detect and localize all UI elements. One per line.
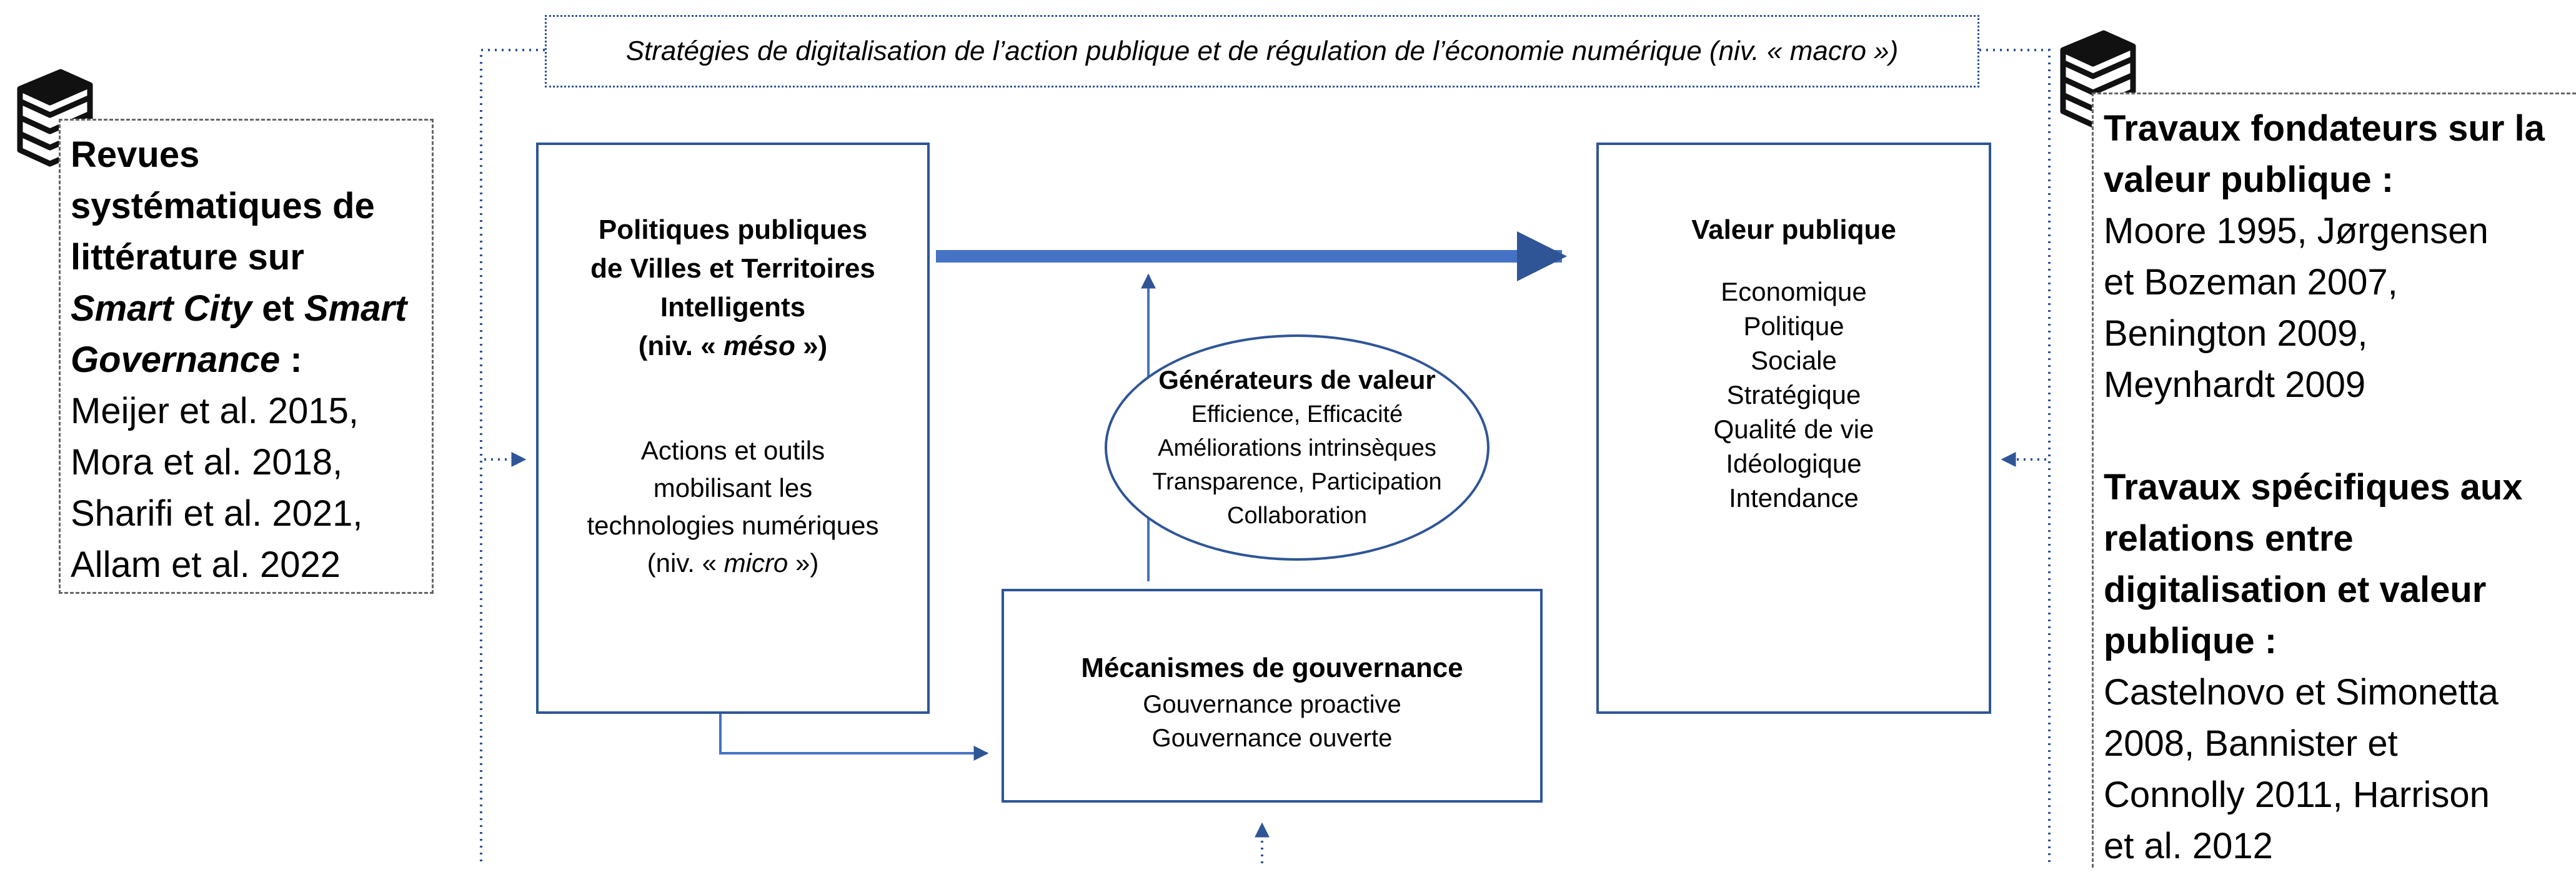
right-ref2-4: et al. 2012 bbox=[2104, 826, 2273, 866]
et-word: et bbox=[252, 288, 304, 329]
right-ref-title2-1: Travaux spécifiques aux bbox=[2104, 467, 2523, 508]
left-ref-4: Allam et al. 2022 bbox=[71, 544, 341, 585]
right-ref2-3: Connolly 2011, Harrison bbox=[2104, 774, 2490, 815]
generateurs-title: Générateurs de valeur bbox=[1158, 365, 1436, 394]
governance-term: Governance bbox=[71, 339, 281, 380]
valeur-dim-1: Economique bbox=[1721, 277, 1867, 306]
left-ref-title-1: Revues bbox=[71, 134, 200, 175]
valeur-dim-6: Idéologique bbox=[1726, 449, 1862, 478]
left-ref-1: Meijer et al. 2015, bbox=[71, 391, 359, 431]
mecanismes-line-2: Gouvernance ouverte bbox=[1151, 724, 1393, 752]
actions-line-2: mobilisant les bbox=[653, 473, 813, 503]
macro-strategy-label: Stratégies de digitalisation de l’action… bbox=[545, 15, 1979, 88]
valeur-dim-4: Stratégique bbox=[1726, 380, 1861, 409]
left-ref-title-2: systématiques de bbox=[71, 186, 375, 226]
politiques-title-3: Intelligents bbox=[660, 292, 806, 323]
politiques-title-1: Politiques publiques bbox=[598, 214, 868, 245]
macro-frame-right bbox=[1979, 49, 2051, 863]
right-ref-title2-4: publique : bbox=[2104, 621, 2277, 661]
right-ref-title1-1: Travaux fondateurs sur la bbox=[2104, 108, 2545, 149]
left-references-box: Revues systématiques de littérature sur … bbox=[59, 119, 434, 594]
right-ref1-4: Meynhardt 2009 bbox=[2104, 364, 2366, 405]
micro-level-label: (niv. « micro ») bbox=[647, 548, 819, 578]
valeur-dim-5: Qualité de vie bbox=[1713, 414, 1874, 444]
right-ref-title2-2: relations entre bbox=[2104, 518, 2354, 559]
right-ref1-3: Benington 2009, bbox=[2104, 313, 2368, 354]
generateurs-line-4: Collaboration bbox=[1227, 503, 1367, 529]
macro-frame-left bbox=[480, 49, 545, 863]
generateurs-line-3: Transparence, Participation bbox=[1152, 469, 1442, 495]
right-ref-spacer bbox=[2104, 411, 2566, 462]
left-ref-2: Mora et al. 2018, bbox=[71, 442, 343, 483]
valeur-title: Valeur publique bbox=[1691, 214, 1896, 245]
mecanismes-line-1: Gouvernance proactive bbox=[1143, 691, 1401, 718]
generateurs-line-2: Améliorations intrinsèques bbox=[1158, 435, 1436, 461]
smart-city-term: Smart City bbox=[71, 288, 252, 329]
arrow-politiques-to-mecanismes bbox=[719, 714, 989, 761]
right-references-box: Travaux fondateurs sur la valeur publiqu… bbox=[2092, 93, 2576, 868]
macro-strategy-text: Stratégies de digitalisation de l’action… bbox=[625, 36, 1899, 66]
right-ref1-2: et Bozeman 2007, bbox=[2104, 262, 2398, 303]
valeur-publique-box: Valeur publique Economique Politique Soc… bbox=[1596, 143, 1991, 714]
colon: : bbox=[280, 339, 302, 380]
valeur-dim-2: Politique bbox=[1743, 311, 1844, 341]
generateurs-valeur-ellipse: Générateurs de valeur Efficience, Effica… bbox=[1105, 334, 1489, 561]
mecanismes-gouvernance-box: Mécanismes de gouvernance Gouvernance pr… bbox=[1002, 589, 1543, 803]
valeur-dim-7: Intendance bbox=[1729, 483, 1859, 513]
right-ref2-1: Castelnovo et Simonetta bbox=[2104, 672, 2499, 713]
right-ref-title1-2: valeur publique : bbox=[2104, 159, 2394, 200]
right-ref2-2: 2008, Bannister et bbox=[2104, 723, 2398, 764]
actions-line-3: technologies numériques bbox=[587, 511, 879, 540]
left-ref-title-5: Governance : bbox=[71, 334, 422, 386]
meso-level-label: (niv. « méso ») bbox=[638, 331, 828, 361]
left-ref-title-4: Smart City et Smart bbox=[71, 283, 422, 334]
mecanismes-title: Mécanismes de gouvernance bbox=[1081, 653, 1463, 683]
generateurs-line-1: Efficience, Efficacité bbox=[1191, 401, 1403, 428]
actions-line-1: Actions et outils bbox=[640, 436, 825, 465]
valeur-dim-3: Sociale bbox=[1751, 346, 1837, 375]
left-ref-title-3: littérature sur bbox=[71, 237, 304, 278]
right-ref1-1: Moore 1995, Jørgensen bbox=[2104, 211, 2489, 251]
politiques-title-2: de Villes et Territoires bbox=[590, 253, 875, 284]
left-ref-3: Sharifi et al. 2021, bbox=[71, 493, 363, 534]
politiques-publiques-box: Politiques publiques de Villes et Territ… bbox=[536, 143, 930, 714]
smart-term: Smart bbox=[304, 288, 407, 329]
right-ref-title2-3: digitalisation et valeur bbox=[2104, 569, 2487, 610]
